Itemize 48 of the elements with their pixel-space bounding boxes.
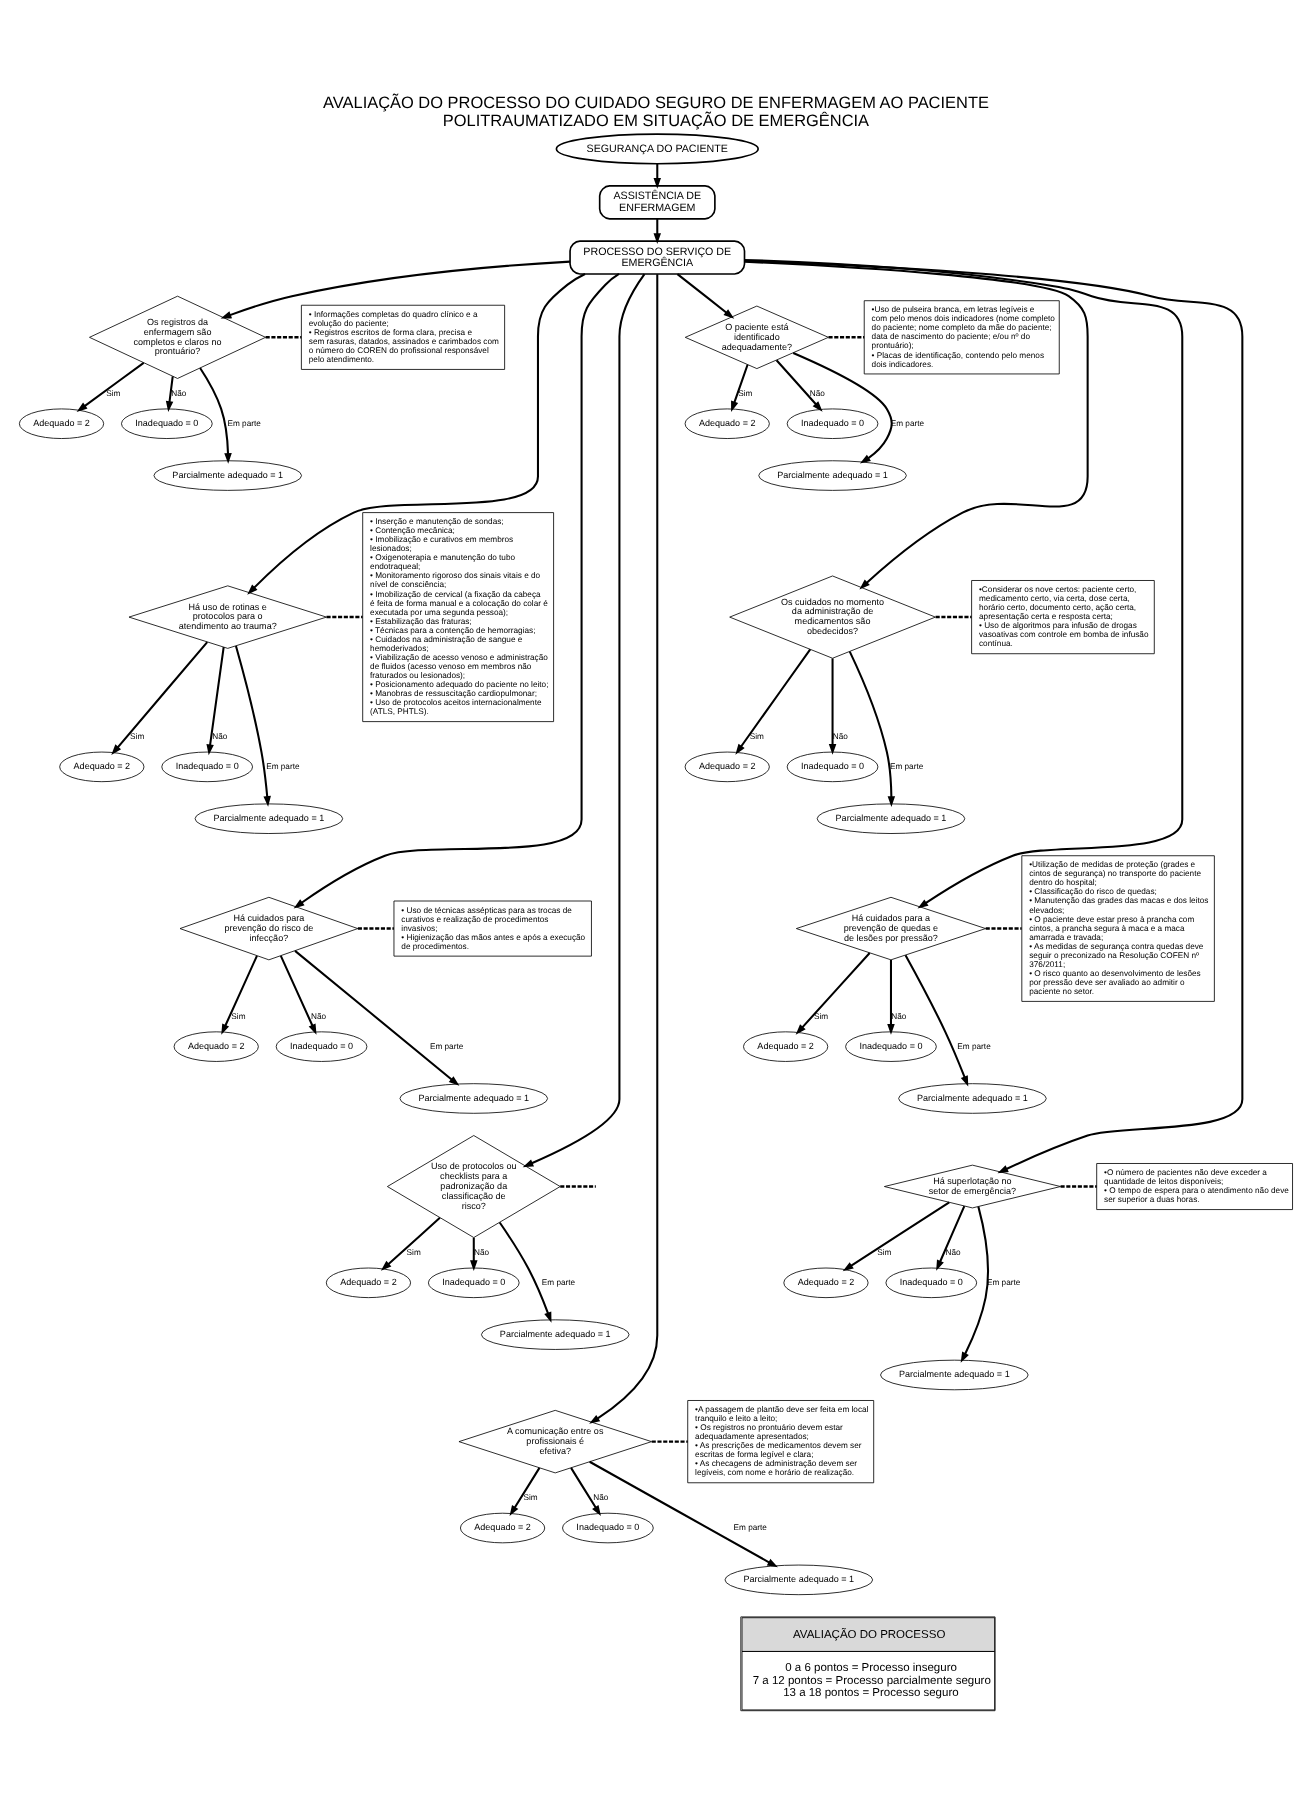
arrow: [653, 217, 662, 243]
arrow: [470, 1236, 478, 1271]
arrow: [498, 1220, 552, 1322]
arrow: [221, 954, 258, 1034]
arrow: [653, 162, 662, 188]
arrow: [380, 1216, 441, 1270]
arrow: [293, 272, 620, 908]
arrow: [731, 363, 749, 411]
connector: [1060, 1184, 1097, 1187]
arrow: [199, 366, 232, 463]
arrow: [206, 646, 225, 755]
arrow: [234, 644, 271, 806]
arrow: [76, 361, 145, 411]
diagram-title: AVALIAÇÃO DO PROCESSO DO CUIDADO SEGURO DE ENFERMAGEM AO PACIENTE POLITRAUMATIZADO EM SITUAÇÃO DE EMERGÊNCIA: [323, 92, 989, 129]
arrow: [842, 1200, 950, 1271]
arrow: [220, 259, 571, 318]
connector: [651, 1439, 688, 1442]
arrow: [960, 1205, 989, 1362]
arrow: [744, 257, 1184, 908]
connector: [935, 614, 972, 618]
arrow: [744, 259, 1089, 589]
arrow: [887, 959, 895, 1034]
connector: [265, 335, 302, 338]
arrow: [165, 375, 174, 411]
arrow: [735, 647, 812, 754]
arrow: [936, 1204, 966, 1270]
arrow: [279, 954, 317, 1034]
connector: [357, 926, 394, 929]
arrow: [828, 657, 837, 754]
arrow: [111, 640, 208, 754]
arrow: [904, 953, 969, 1086]
connector: [828, 335, 865, 338]
arrow: [522, 272, 646, 1167]
arrow: [775, 358, 823, 411]
connector: [326, 614, 363, 618]
connector: [985, 926, 1022, 929]
arrow: [792, 351, 893, 463]
arrow: [570, 1466, 601, 1515]
arrow: [589, 1459, 778, 1567]
arrow: [294, 949, 460, 1085]
arrow: [247, 272, 586, 594]
arrow: [848, 650, 896, 806]
connector: [560, 1184, 596, 1187]
arrow: [676, 272, 735, 318]
arrow: [744, 258, 1244, 1173]
arrow: [509, 1466, 541, 1515]
arrow: [589, 273, 659, 1423]
arrow: [795, 951, 871, 1034]
